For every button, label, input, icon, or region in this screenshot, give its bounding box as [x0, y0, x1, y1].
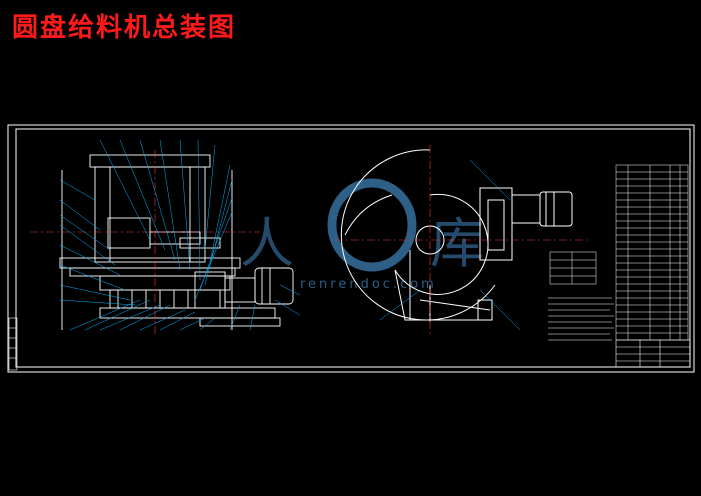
parts-list-table [615, 164, 689, 341]
svg-text:库: 库 [430, 212, 484, 275]
front-view [59, 154, 294, 330]
front-view-centerlines [30, 150, 260, 335]
drawing-title: 圆盘给料机总装图 [12, 13, 237, 43]
plan-view-centerlines [335, 145, 590, 335]
svg-text:人: 人 [240, 212, 294, 275]
svg-text:renrendoc.com: renrendoc.com [300, 277, 437, 292]
plan-view [340, 149, 573, 322]
front-view-leaders [59, 139, 301, 331]
watermark: 人 库 renrendoc.com [240, 178, 484, 292]
plan-view-leaders [379, 159, 521, 331]
technical-notes [548, 297, 614, 341]
drawing-frame [7, 124, 695, 373]
title-block [615, 339, 691, 368]
margin-strip [8, 317, 18, 371]
tech-parameter-table [549, 251, 597, 285]
